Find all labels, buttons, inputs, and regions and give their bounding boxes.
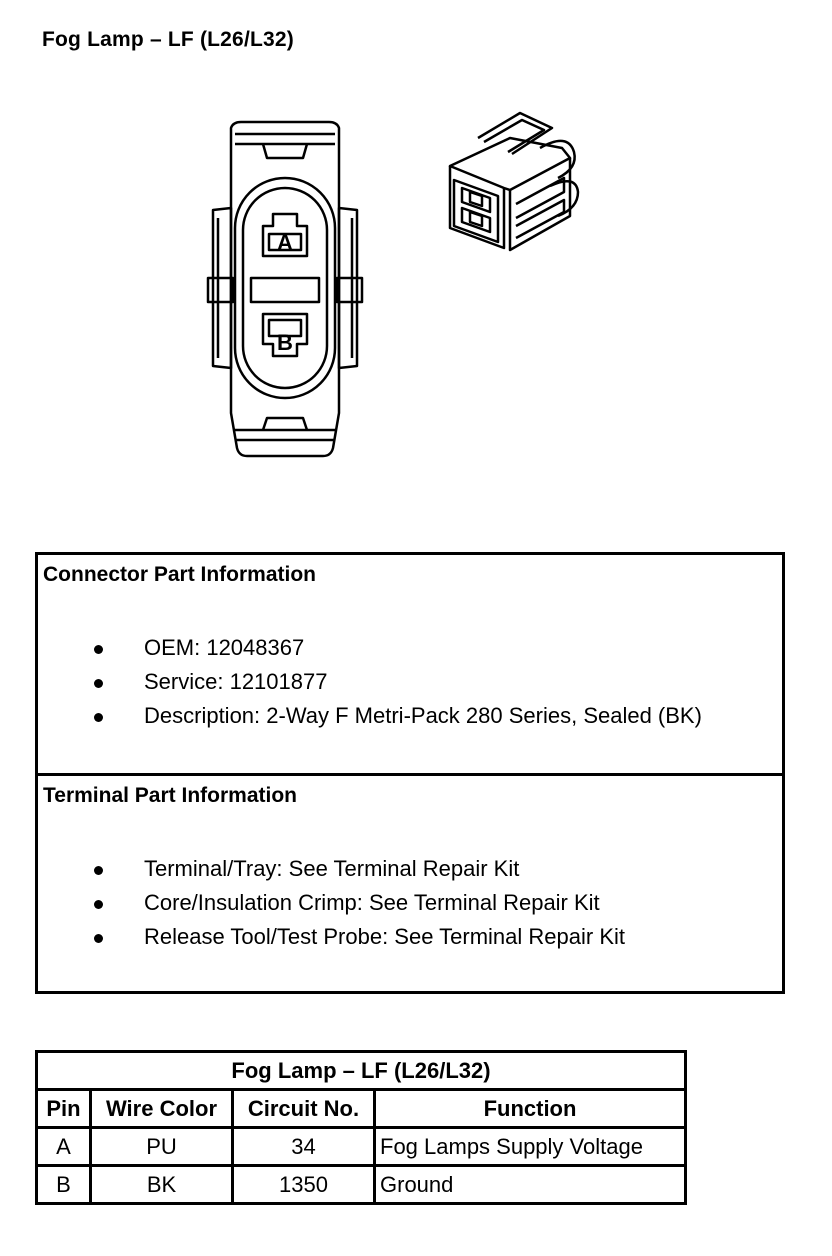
pin-label-a: A	[277, 230, 293, 255]
bullet-icon	[94, 934, 103, 943]
header-circuit-no: Circuit No.	[231, 1088, 376, 1129]
connector-part-information: Connector Part Information OEM: 12048367…	[38, 555, 782, 776]
bullet-icon	[94, 900, 103, 909]
table-header-row: Pin Wire Color Circuit No. Function	[35, 1088, 687, 1129]
pin-table: Fog Lamp – LF (L26/L32) Pin Wire Color C…	[35, 1050, 687, 1205]
bullet-icon	[94, 679, 103, 688]
part-information-box: Connector Part Information OEM: 12048367…	[35, 552, 785, 994]
bullet-icon	[94, 645, 103, 654]
wire-color-cell: PU	[89, 1126, 234, 1167]
table-row: B BK 1350 Ground	[35, 1164, 687, 1205]
circuit-cell: 1350	[231, 1164, 376, 1205]
wire-color-cell: BK	[89, 1164, 234, 1205]
table-row: A PU 34 Fog Lamps Supply Voltage	[35, 1126, 687, 1167]
pin-cell: A	[35, 1126, 92, 1167]
table-title-row: Fog Lamp – LF (L26/L32)	[35, 1050, 687, 1091]
connector-face-diagram: A B	[206, 120, 364, 458]
connector-oem-text: OEM: 12048367	[144, 635, 305, 660]
pin-table-title: Fog Lamp – LF (L26/L32)	[35, 1050, 687, 1091]
release-tool-text: Release Tool/Test Probe: See Terminal Re…	[144, 924, 625, 949]
terminal-tray-text: Terminal/Tray: See Terminal Repair Kit	[144, 856, 520, 881]
connector-isometric-diagram	[448, 111, 580, 252]
pin-label-b: B	[277, 330, 293, 355]
header-pin: Pin	[35, 1088, 92, 1129]
terminal-part-info-title: Terminal Part Information	[43, 784, 297, 807]
terminal-part-information: Terminal Part Information Terminal/Tray:…	[38, 776, 782, 991]
connector-service-text: Service: 12101877	[144, 669, 328, 694]
connector-description-text: Description: 2-Way F Metri-Pack 280 Seri…	[144, 703, 702, 728]
circuit-cell: 34	[231, 1126, 376, 1167]
page-title: Fog Lamp – LF (L26/L32)	[42, 28, 294, 51]
bullet-icon	[94, 866, 103, 875]
function-cell: Fog Lamps Supply Voltage	[373, 1126, 687, 1167]
bullet-icon	[94, 713, 103, 722]
header-function: Function	[373, 1088, 687, 1129]
crimp-text: Core/Insulation Crimp: See Terminal Repa…	[144, 890, 600, 915]
function-cell: Ground	[373, 1164, 687, 1205]
header-wire-color: Wire Color	[89, 1088, 234, 1129]
connector-part-info-title: Connector Part Information	[43, 563, 317, 586]
pin-cell: B	[35, 1164, 92, 1205]
